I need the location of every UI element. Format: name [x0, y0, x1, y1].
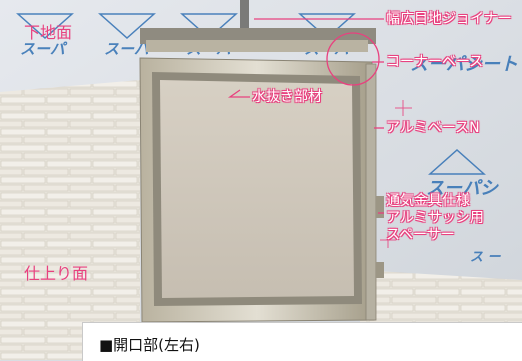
label-tsuuki-kanagu-line1: 通気金具仕様: [386, 193, 470, 209]
svg-text:ス ー: ス ー: [470, 250, 502, 265]
caption-box: ■開口部(左右): [82, 322, 522, 361]
svg-text:スーパ: スーパ: [20, 40, 68, 58]
svg-text:スーパ: スーパ: [104, 40, 152, 58]
label-shiagari-men: 仕上り面: [24, 264, 89, 283]
aluminum-sash-frame: [139, 57, 384, 323]
leader-lines: [227, 18, 384, 214]
label-shitaji-men: 下地面: [24, 23, 73, 42]
caption-text: ■開口部(左右): [99, 336, 200, 354]
svg-text:スーパシート: スーパシート: [410, 54, 518, 75]
top-bracket: [140, 0, 376, 52]
label-tsuuki-kanagu-line2: アルミサッシ用: [386, 210, 484, 226]
svg-text:スーパシ: スーパシ: [426, 178, 499, 199]
label-mizunuki-buzai: 水抜き部材: [252, 89, 322, 105]
label-corner-base: コーナーベース: [386, 54, 484, 70]
label-habahiro-mejiri-joiner: 幅広目地ジョイナー: [386, 11, 512, 27]
label-tsuuki-kanagu-line3: スペーサー: [386, 227, 455, 243]
label-aluminum-base-n: アルミベースN: [386, 120, 480, 136]
